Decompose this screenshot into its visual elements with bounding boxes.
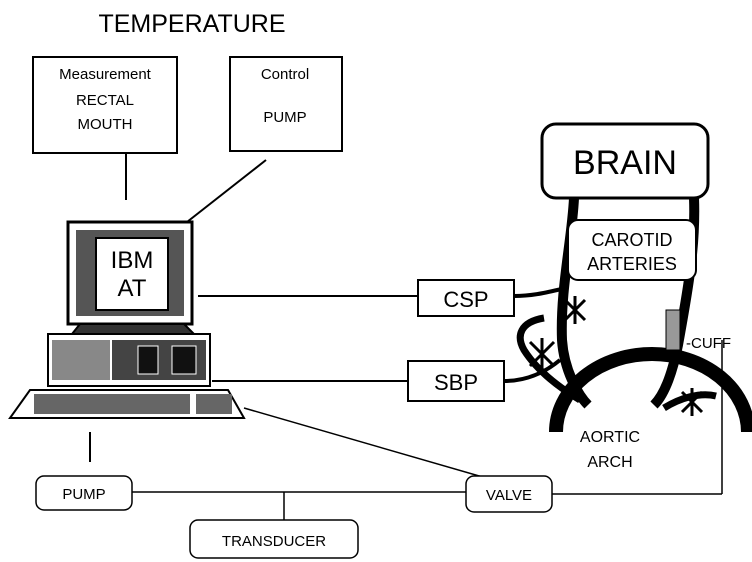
brain-box: BRAIN [540,122,710,200]
measurement-box: Measurement RECTAL MOUTH [32,56,178,154]
sbp-label: SBP [434,370,478,395]
screen-at: AT [118,275,147,302]
keyboard-valve-line [243,407,501,483]
subclavian-branch [516,314,582,404]
pump-box: PUMP [35,475,133,511]
measurement-rectal: RECTAL [76,92,134,109]
aortic-line2: ARCH [587,454,632,471]
valve-label: VALVE [486,487,532,504]
brain-label: BRAIN [573,144,677,182]
control-connector [186,159,267,223]
cuff-label: -CUFF [686,335,731,352]
aortic-arch [549,347,752,433]
valve-box: VALVE [465,475,553,513]
right-branch [662,391,717,412]
monitor-screen [95,237,169,311]
measurement-mouth: MOUTH [78,116,133,133]
ibm-at-computer: IBM AT [8,220,246,419]
baroreceptor-star [528,338,556,370]
carotid-box: CAROTID ARTERIES [567,219,697,281]
csp-label: CSP [443,287,488,312]
carotid-line2: ARTERIES [587,254,677,274]
carotid-line1: CAROTID [592,230,673,250]
cuff-marker [665,309,681,351]
temperature-title: TEMPERATURE [98,10,285,38]
control-pump: PUMP [263,109,306,126]
csp-line-right [513,286,567,298]
baroreceptor-star [680,388,704,416]
control-box: Control PUMP [229,56,343,152]
control-heading: Control [261,66,309,83]
pump-label: PUMP [62,486,105,503]
sbp-box: SBP [407,360,505,402]
transducer-box: TRANSDUCER [189,519,359,559]
baroreceptor-star [563,296,587,324]
sbp-line-right [503,358,562,383]
screen-ibm: IBM [111,247,154,274]
transducer-label: TRANSDUCER [222,533,326,550]
aortic-line1: AORTIC [580,429,640,446]
csp-box: CSP [417,279,515,317]
measurement-heading: Measurement [59,66,152,83]
